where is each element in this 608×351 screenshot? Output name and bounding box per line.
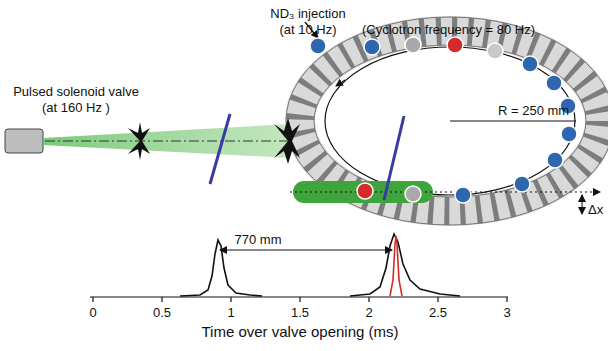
trapped-peak — [390, 236, 402, 296]
frequency-label: (Cyclotron frequency = 80 Hz) — [362, 22, 535, 38]
exit-axis — [290, 191, 600, 192]
storage-ring — [286, 17, 608, 225]
tick-label: 1 — [227, 305, 234, 321]
axis-title: Time over valve opening (ms) — [201, 324, 398, 340]
tick-label: 0.5 — [153, 305, 171, 321]
radius-line — [450, 121, 576, 122]
valve — [5, 129, 43, 153]
beam-axis — [45, 140, 292, 141]
tick-label: 2.5 — [429, 305, 447, 321]
time-axis — [90, 297, 508, 302]
laser-beam — [210, 114, 230, 184]
tick-label: 2 — [365, 305, 372, 321]
packet-bunch — [128, 122, 150, 160]
distance-arrow — [220, 250, 392, 251]
injection-label: ND₃ injection (at 10 Hz) — [262, 6, 354, 38]
radius-label: R = 250 mm — [498, 103, 569, 119]
trajectory — [325, 47, 575, 195]
tick-label: 3 — [503, 305, 510, 321]
offset-label: Δx — [588, 202, 603, 218]
laser-beam — [384, 116, 404, 200]
signal-peak — [180, 240, 262, 296]
tick-label: 1.5 — [291, 305, 309, 321]
distance-label: 770 mm — [235, 232, 282, 248]
packet-bunch — [274, 118, 300, 164]
signal-peak — [350, 234, 460, 296]
offset-arrow — [582, 195, 583, 214]
valve-label: Pulsed solenoid valve (at 160 Hz ) — [6, 84, 146, 116]
trajectory-arrow — [336, 80, 345, 86]
molecule-packets — [310, 37, 577, 203]
green-packet — [293, 181, 433, 203]
tick-label: 0 — [89, 305, 96, 321]
